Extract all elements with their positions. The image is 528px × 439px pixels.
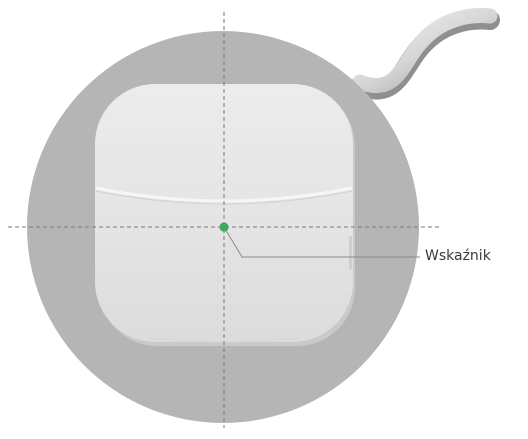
earbuds-case bbox=[95, 84, 353, 342]
case-side-notch bbox=[349, 236, 352, 270]
usb-cable bbox=[350, 8, 500, 100]
cable-body bbox=[352, 8, 498, 94]
case-lid-seam bbox=[95, 186, 353, 203]
indicator-callout-line bbox=[223, 226, 420, 258]
indicator-label: Wskaźnik bbox=[425, 248, 491, 264]
indicator-led bbox=[219, 222, 229, 232]
